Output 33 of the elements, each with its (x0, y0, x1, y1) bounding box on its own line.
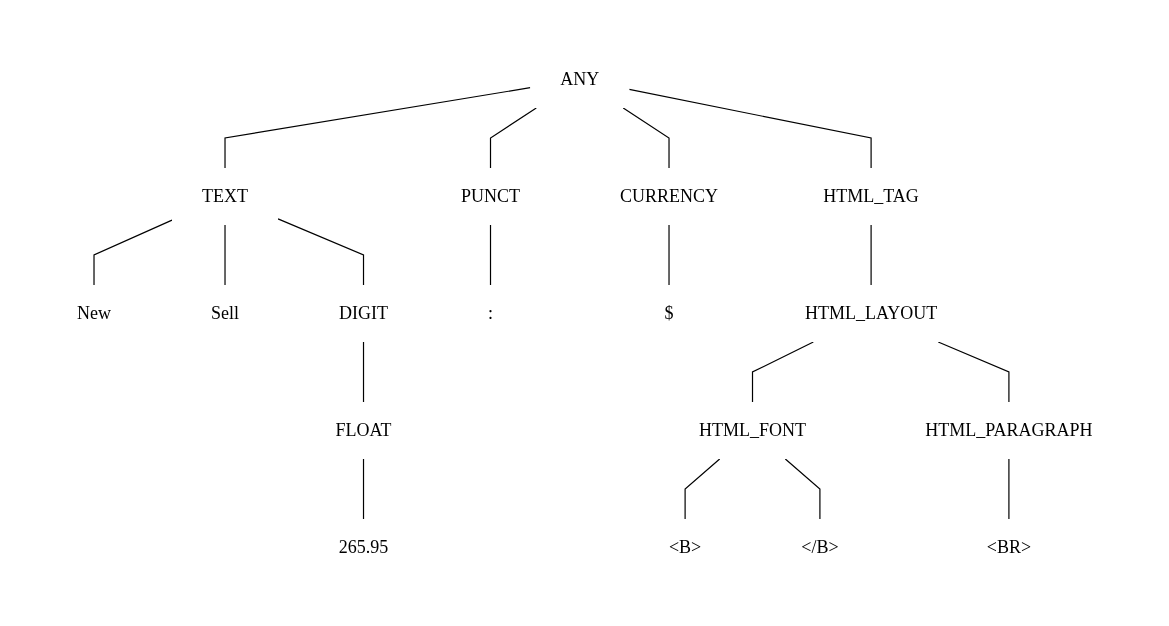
connector (784, 457, 821, 520)
node-text: CURRENCY (619, 185, 718, 206)
node-text: 265.95 (338, 536, 388, 557)
node-text: DIGIT (338, 302, 388, 323)
connector (489, 106, 537, 169)
node-text: TEXT (201, 185, 248, 206)
connector (684, 457, 720, 520)
node-text: <B> (668, 536, 701, 557)
node-text: HTML_PARAGRAPH (924, 419, 1093, 440)
node-text: : (487, 302, 493, 323)
node-text: HTML_LAYOUT (804, 302, 937, 323)
connector (937, 340, 1010, 403)
node-text: FLOAT (335, 419, 392, 440)
connector (870, 223, 872, 286)
node-text: <BR> (986, 536, 1031, 557)
connector (224, 86, 531, 169)
connector (277, 217, 364, 286)
node-text: </B> (800, 536, 839, 557)
node-text: ANY (559, 68, 599, 89)
node-text: PUNCT (460, 185, 520, 206)
node-text: Sell (210, 302, 239, 323)
node-text: HTML_TAG (823, 185, 919, 206)
connector (362, 340, 364, 403)
node-text: New (76, 302, 111, 323)
connector (489, 223, 491, 286)
connector (93, 219, 173, 286)
connector (628, 88, 872, 169)
connector (751, 340, 814, 403)
node-text: HTML_FONT (698, 419, 806, 440)
connector (1008, 457, 1010, 520)
connector (622, 106, 670, 169)
connector (362, 457, 364, 520)
node-text: $ (664, 302, 674, 323)
